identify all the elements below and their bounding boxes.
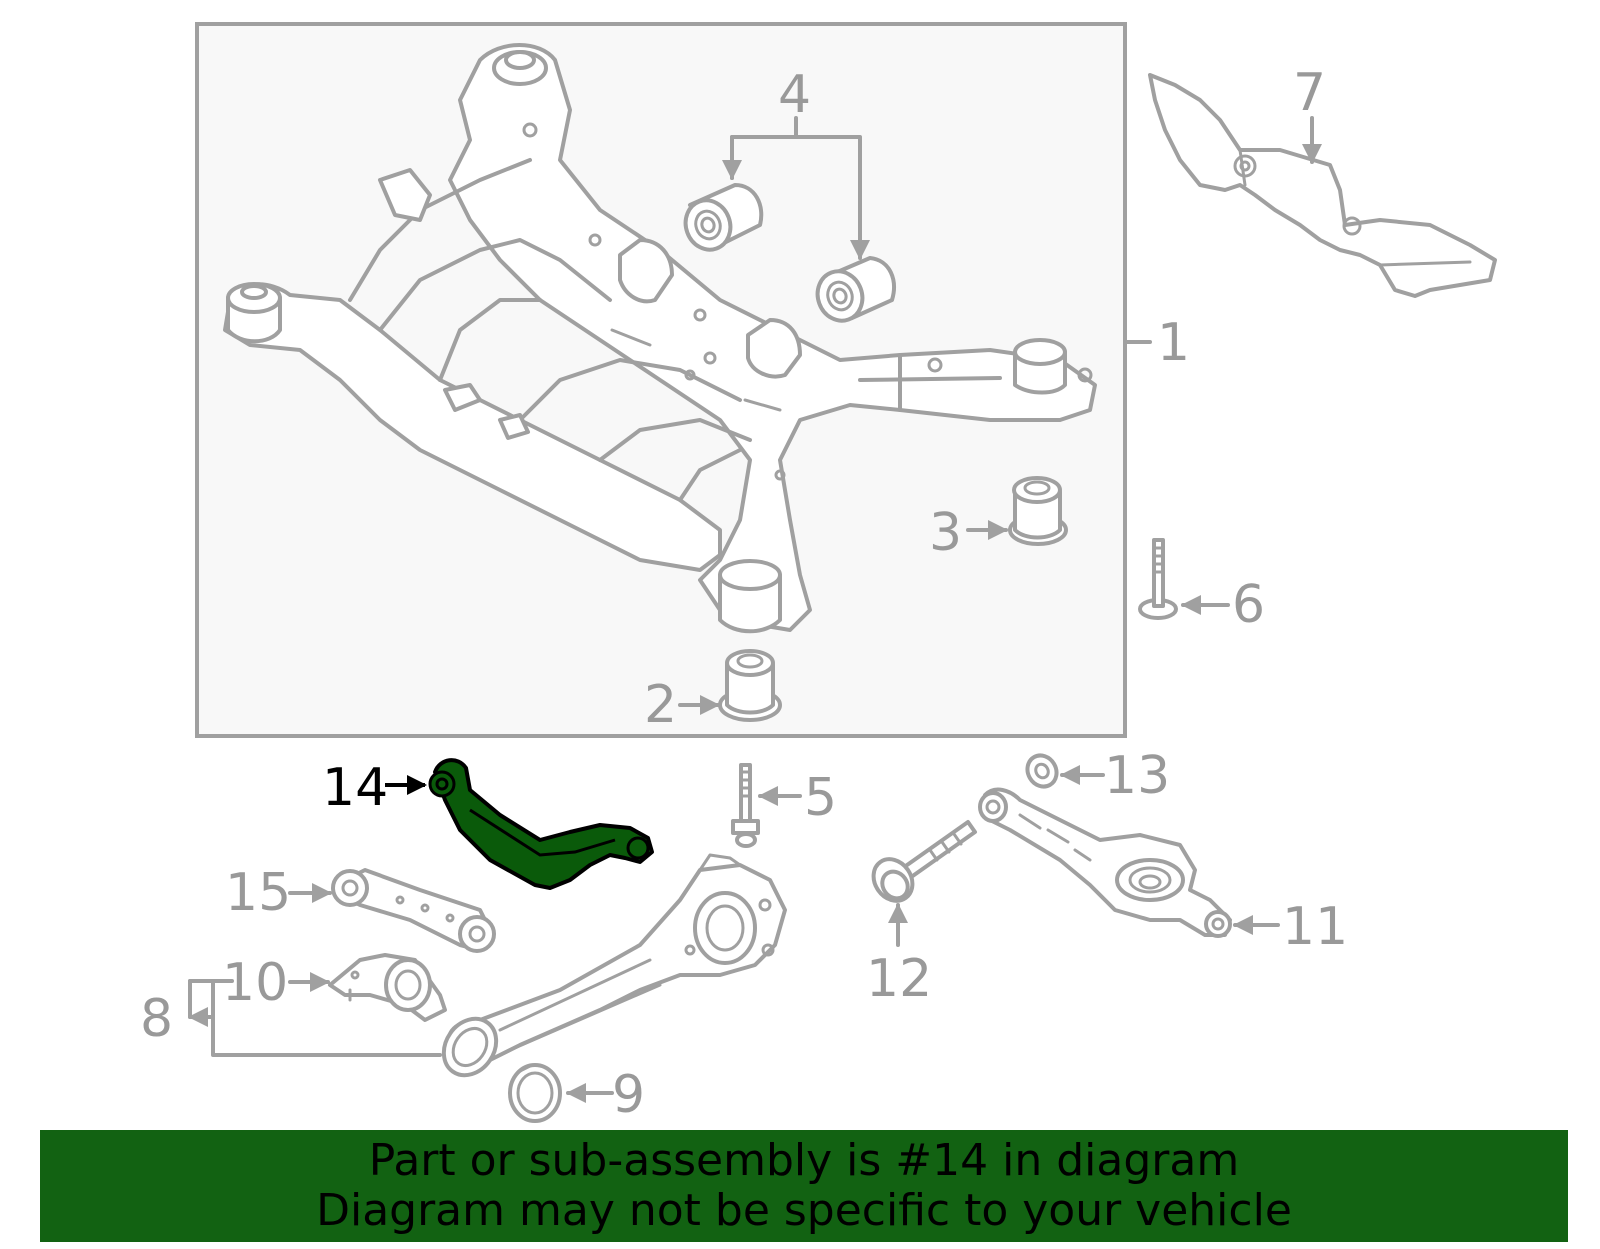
callout-6: 6	[1232, 575, 1265, 635]
bushing-3	[1008, 476, 1068, 546]
cam-bolt-12	[871, 820, 977, 903]
callout-11: 11	[1282, 897, 1348, 957]
leader-8	[190, 979, 442, 1057]
callout-13: 13	[1104, 746, 1170, 806]
banner-line-2: Diagram may not be specific to your vehi…	[316, 1185, 1292, 1236]
callout-2: 2	[644, 675, 677, 735]
lower-control-arm-11	[978, 787, 1232, 938]
callout-12: 12	[866, 949, 932, 1009]
leader-4	[730, 116, 860, 258]
callout-5: 5	[804, 768, 837, 828]
heat-shield-bracket-7	[1148, 73, 1497, 298]
callout-1: 1	[1157, 313, 1190, 373]
bushing-4-upper	[683, 183, 764, 252]
callout-4: 4	[778, 65, 811, 125]
trailing-arm-bracket-10	[328, 953, 447, 1022]
washer-13	[1025, 753, 1059, 789]
callout-8: 8	[140, 989, 173, 1049]
info-banner: Part or sub-assembly is #14 in diagram D…	[40, 1130, 1568, 1242]
trailing-arm-8	[441, 853, 787, 1078]
callout-9: 9	[612, 1065, 645, 1125]
banner-line-1: Part or sub-assembly is #14 in diagram	[368, 1135, 1240, 1186]
upper-control-arm-14	[428, 758, 654, 890]
callout-15: 15	[225, 863, 291, 923]
callout-7: 7	[1293, 63, 1326, 123]
bushing-2	[718, 649, 782, 722]
bolt-5	[731, 763, 760, 848]
subframe-crossmember	[223, 43, 1097, 634]
callout-3: 3	[929, 503, 962, 563]
bolt-6	[1138, 538, 1178, 620]
bushing-ring-9	[508, 1063, 562, 1123]
callout-14: 14	[322, 758, 388, 818]
toe-link-15	[331, 868, 496, 953]
callout-10: 10	[222, 953, 288, 1013]
